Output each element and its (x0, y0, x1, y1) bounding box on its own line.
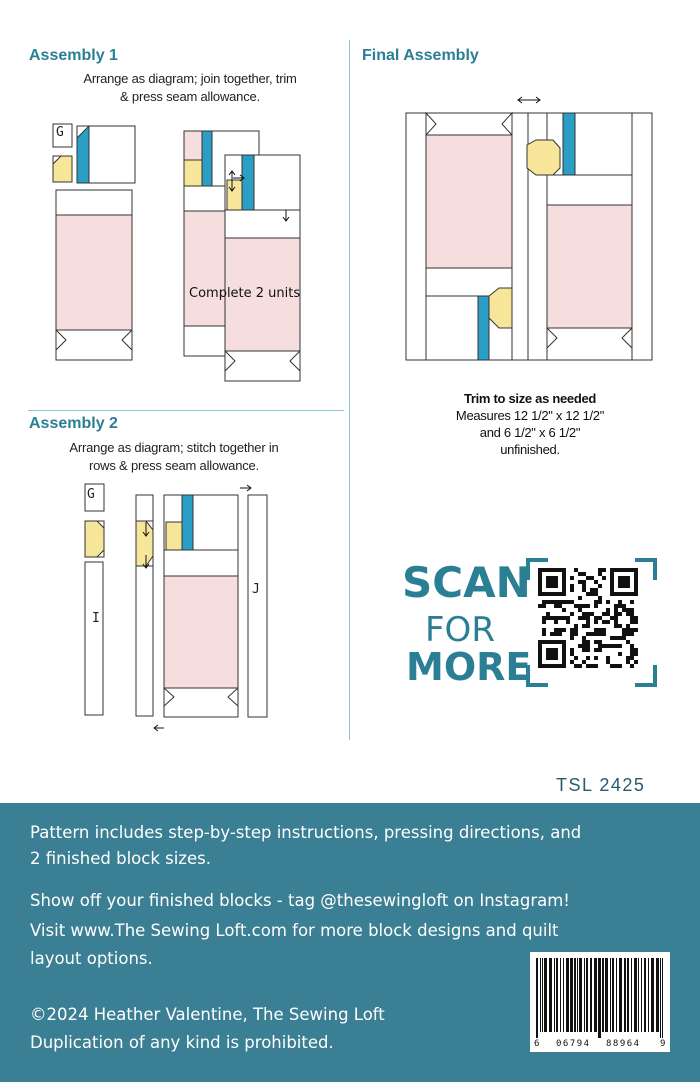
assembly1-tall-pink (55, 189, 133, 361)
assembly2-label-g: G (87, 487, 95, 502)
barcode-group2: 88964 (606, 1039, 641, 1049)
trim-note: Trim to size as needed (463, 391, 597, 406)
measure-line2: and 6 1/2" x 6 1/2" (479, 425, 581, 440)
barcode-icon: 6 06794 88964 9 (530, 952, 670, 1052)
assembly2-piece-j (247, 494, 268, 718)
assembly2-main-block (163, 494, 239, 718)
assembly1-complete-note: Complete 2 units (189, 286, 301, 301)
arrow-right-icon (240, 484, 252, 492)
assembly1-instruction-line2: & press seam allowance. (120, 89, 260, 104)
measure-line1: Measures 12 1/2" x 12 1/2" (455, 408, 605, 423)
footer-line3: Show off your finished blocks - tag @the… (30, 891, 570, 910)
footer-line5: layout options. (30, 949, 153, 968)
footer-line2: 2 finished block sizes. (30, 849, 211, 868)
scan-word: SCAN (402, 558, 531, 607)
final-right-block (546, 174, 633, 361)
footer-line1: Pattern includes step-by-step instructio… (30, 823, 582, 842)
assembly2-instruction: Arrange as diagram; stitch together in r… (24, 439, 324, 475)
for-word: FOR (425, 610, 495, 650)
final-left-block (425, 112, 513, 361)
horizontal-divider (28, 410, 344, 411)
assembly2-label-i: I (92, 611, 100, 626)
arrow-up-down-icon (228, 170, 236, 192)
footer-line7: Duplication of any kind is prohibited. (30, 1033, 334, 1052)
assembly2-instruction-line2: rows & press seam allowance. (89, 458, 259, 473)
final-assembly-title: Final Assembly (362, 47, 479, 64)
assembly1-label-g: G (56, 125, 64, 140)
arrow-down-icon-2 (142, 555, 150, 569)
footer-line4: Visit www.The Sewing Loft.com for more b… (30, 921, 559, 940)
assembly2-piece-i (84, 561, 104, 716)
footer-line6: ©2024 Heather Valentine, The Sewing Loft (30, 1005, 385, 1024)
final-assembly-notes: Trim to size as needed Measures 12 1/2" … (420, 390, 640, 458)
assembly2-yellow-octagon (84, 520, 105, 558)
arrow-left-icon (153, 724, 164, 732)
assembly1-unit-back (183, 130, 260, 357)
arrow-down-icon (142, 522, 150, 537)
assembly1-instruction-line1: Arrange as diagram; join together, trim (83, 71, 297, 86)
assembly1-instruction: Arrange as diagram; join together, trim … (40, 70, 340, 106)
product-code: TSL 2425 (556, 775, 646, 795)
assembly1-yellow-piece (52, 155, 73, 183)
barcode-digit-left: 6 (534, 1039, 539, 1049)
assembly2-column-2 (135, 494, 154, 717)
vertical-divider (349, 40, 350, 740)
assembly2-instruction-line1: Arrange as diagram; stitch together in (69, 440, 279, 455)
more-word: MORE (406, 645, 531, 689)
assembly1-title: Assembly 1 (29, 47, 118, 64)
arrow-down-icon (282, 210, 290, 222)
assembly2-label-j: J (252, 582, 260, 597)
barcode-digit-right: 9 (660, 1039, 665, 1049)
measure-line3: unfinished. (500, 442, 560, 457)
arrow-right-icon (233, 174, 245, 182)
assembly2-title: Assembly 2 (29, 415, 118, 432)
barcode-group1: 06794 (556, 1039, 591, 1049)
assembly1-unit-front (224, 154, 301, 382)
double-arrow-icon (517, 96, 541, 104)
qr-code-icon (526, 558, 657, 687)
assembly1-top-unit (76, 125, 136, 184)
